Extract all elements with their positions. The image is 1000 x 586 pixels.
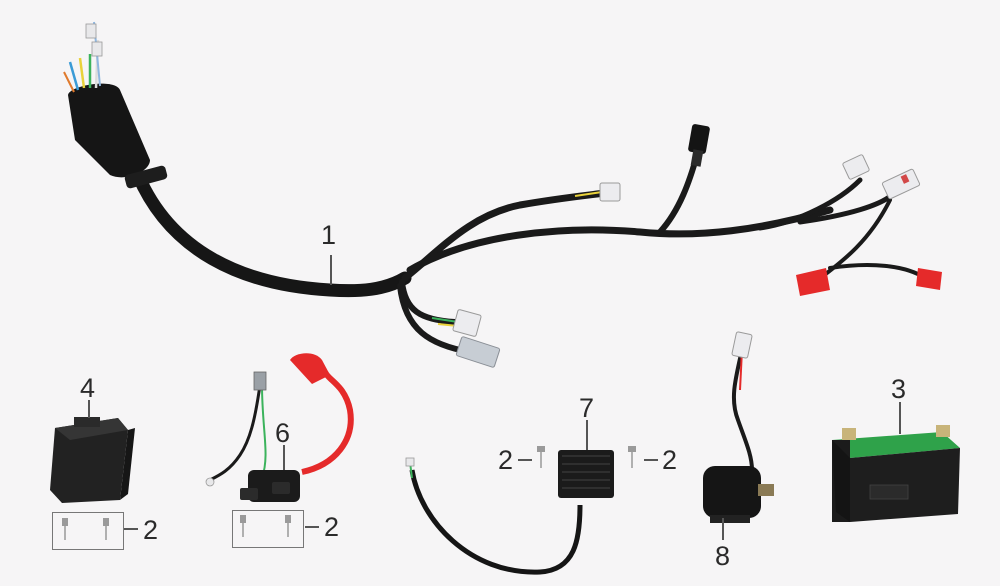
leader-line-8 [722,518,724,540]
leader-line-6 [283,445,285,470]
callout-wiring-harness: 1 [321,220,337,250]
coil-screws-box [232,510,304,548]
callout-starter-relay: 8 [715,541,731,571]
coil-screws [240,515,291,537]
leader-line-cdi-screws [124,528,138,530]
callout-cdi-screws-qty: 2 [143,515,159,545]
cdi-screws [62,518,109,540]
callout-battery: 3 [891,374,907,404]
cdi-screws-box [52,512,124,550]
cdi-unit [50,417,135,503]
regulator-rectifier [405,450,614,575]
leader-line-coil-screws [305,526,319,528]
callout-regulator-screw-right-qty: 2 [662,445,678,475]
callout-coil-screws-qty: 2 [324,512,340,542]
leader-line-7 [586,420,588,450]
regulator-screw-right [628,446,636,468]
ignition-coil [205,353,354,502]
leader-line-screw-right [644,459,658,461]
callout-regulator-rectifier: 7 [579,393,595,423]
callout-cdi-unit: 4 [80,373,96,403]
leader-line-1 [330,255,332,285]
wiring-harness [63,21,942,368]
leader-line-3 [899,402,901,434]
leader-line-4 [88,400,90,418]
callout-regulator-screw-left-qty: 2 [498,445,514,475]
regulator-screw-left [537,446,545,468]
starter-relay [703,331,774,523]
battery [832,425,960,522]
leader-line-screw-left [518,459,532,461]
callout-ignition-coil: 6 [275,418,291,448]
